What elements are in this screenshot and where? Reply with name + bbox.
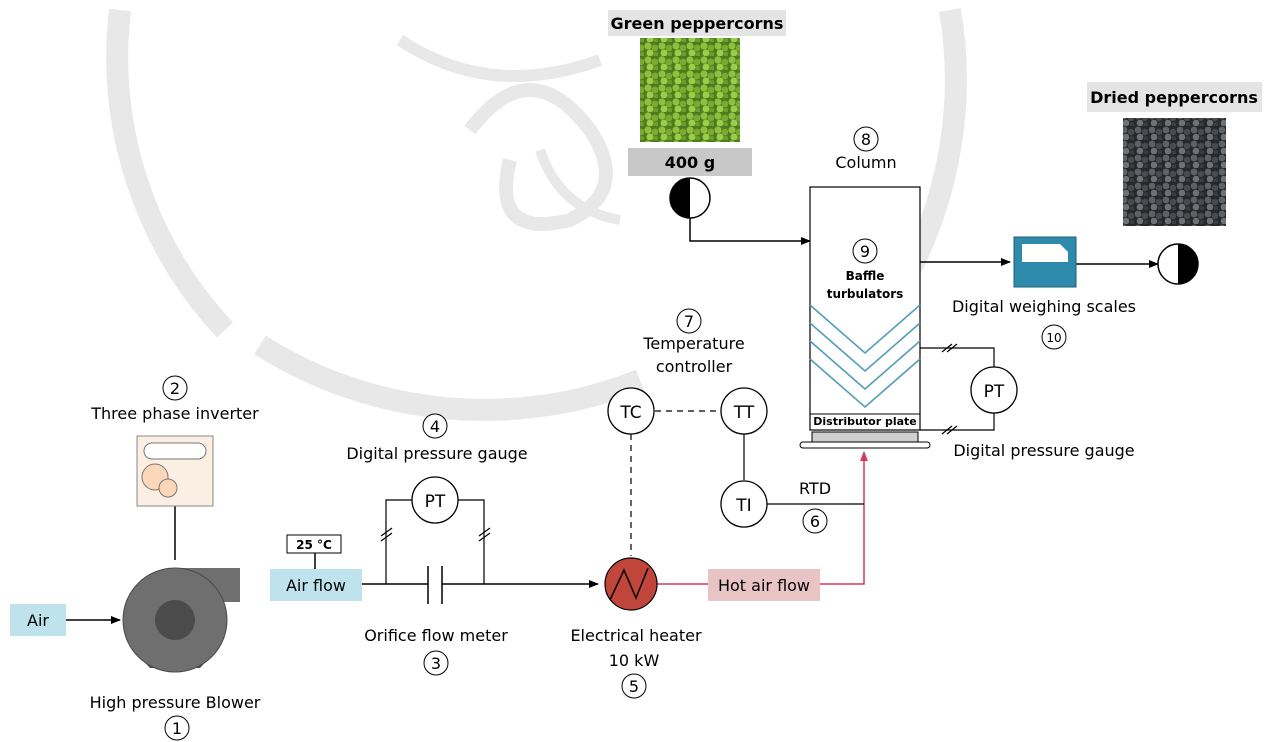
electrical-heater [605, 558, 657, 610]
number-1: 1 [172, 719, 182, 738]
outlet-valve-icon [1158, 244, 1198, 284]
column-label: Column [835, 153, 896, 172]
baffle-label-line1: Baffle [846, 269, 885, 283]
three-phase-inverter [137, 436, 213, 506]
pt-orifice-label: PT [425, 492, 446, 512]
ambient-temp-label: 25 °C [296, 538, 332, 552]
feed-valve-icon [670, 178, 710, 218]
orifice-label: Orifice flow meter [364, 626, 508, 645]
green-peppercorns-photo [640, 38, 740, 142]
number-6: 6 [810, 512, 820, 531]
heater-label-line2: 10 kW [609, 651, 660, 670]
number-5: 5 [629, 677, 639, 696]
tc-label: TC [619, 403, 641, 423]
baffle-label-line2: turbulators [827, 287, 904, 301]
heater-label-line1: Electrical heater [570, 626, 702, 645]
dried-peppercorns-label: Dried peppercorns [1090, 88, 1258, 107]
number-3: 3 [431, 654, 441, 673]
ti-label: TI [735, 496, 751, 516]
air-flow-label: Air flow [286, 576, 346, 595]
number-9: 9 [860, 242, 870, 261]
high-pressure-blower [123, 568, 240, 672]
pressure-gauge-2-label: Digital pressure gauge [953, 441, 1134, 460]
temp-controller-line1: Temperature [642, 334, 744, 353]
air-label: Air [27, 611, 49, 630]
drying-column [800, 187, 930, 448]
inverter-label: Three phase inverter [90, 404, 259, 423]
distributor-label: Distributor plate [813, 415, 916, 428]
pressure-gauge-1-label: Digital pressure gauge [346, 444, 527, 463]
dried-peppercorns-photo [1123, 118, 1226, 226]
blower-label: High pressure Blower [90, 693, 261, 712]
mass-label: 400 g [665, 153, 715, 172]
distributor-plate [812, 432, 918, 442]
temp-controller-line2: controller [656, 357, 733, 376]
hot-air-flow-label: Hot air flow [718, 576, 810, 595]
number-10: 10 [1046, 331, 1061, 345]
tt-label: TT [733, 403, 755, 423]
number-4: 4 [430, 417, 440, 436]
number-7: 7 [684, 312, 694, 331]
scales-label: Digital weighing scales [952, 297, 1136, 316]
rtd-label: RTD [799, 479, 831, 498]
digital-weighing-scale [1014, 237, 1076, 287]
number-8: 8 [861, 130, 871, 149]
green-peppercorns-label: Green peppercorns [611, 14, 784, 33]
pt-column-label: PT [984, 382, 1005, 402]
number-2: 2 [170, 379, 180, 398]
